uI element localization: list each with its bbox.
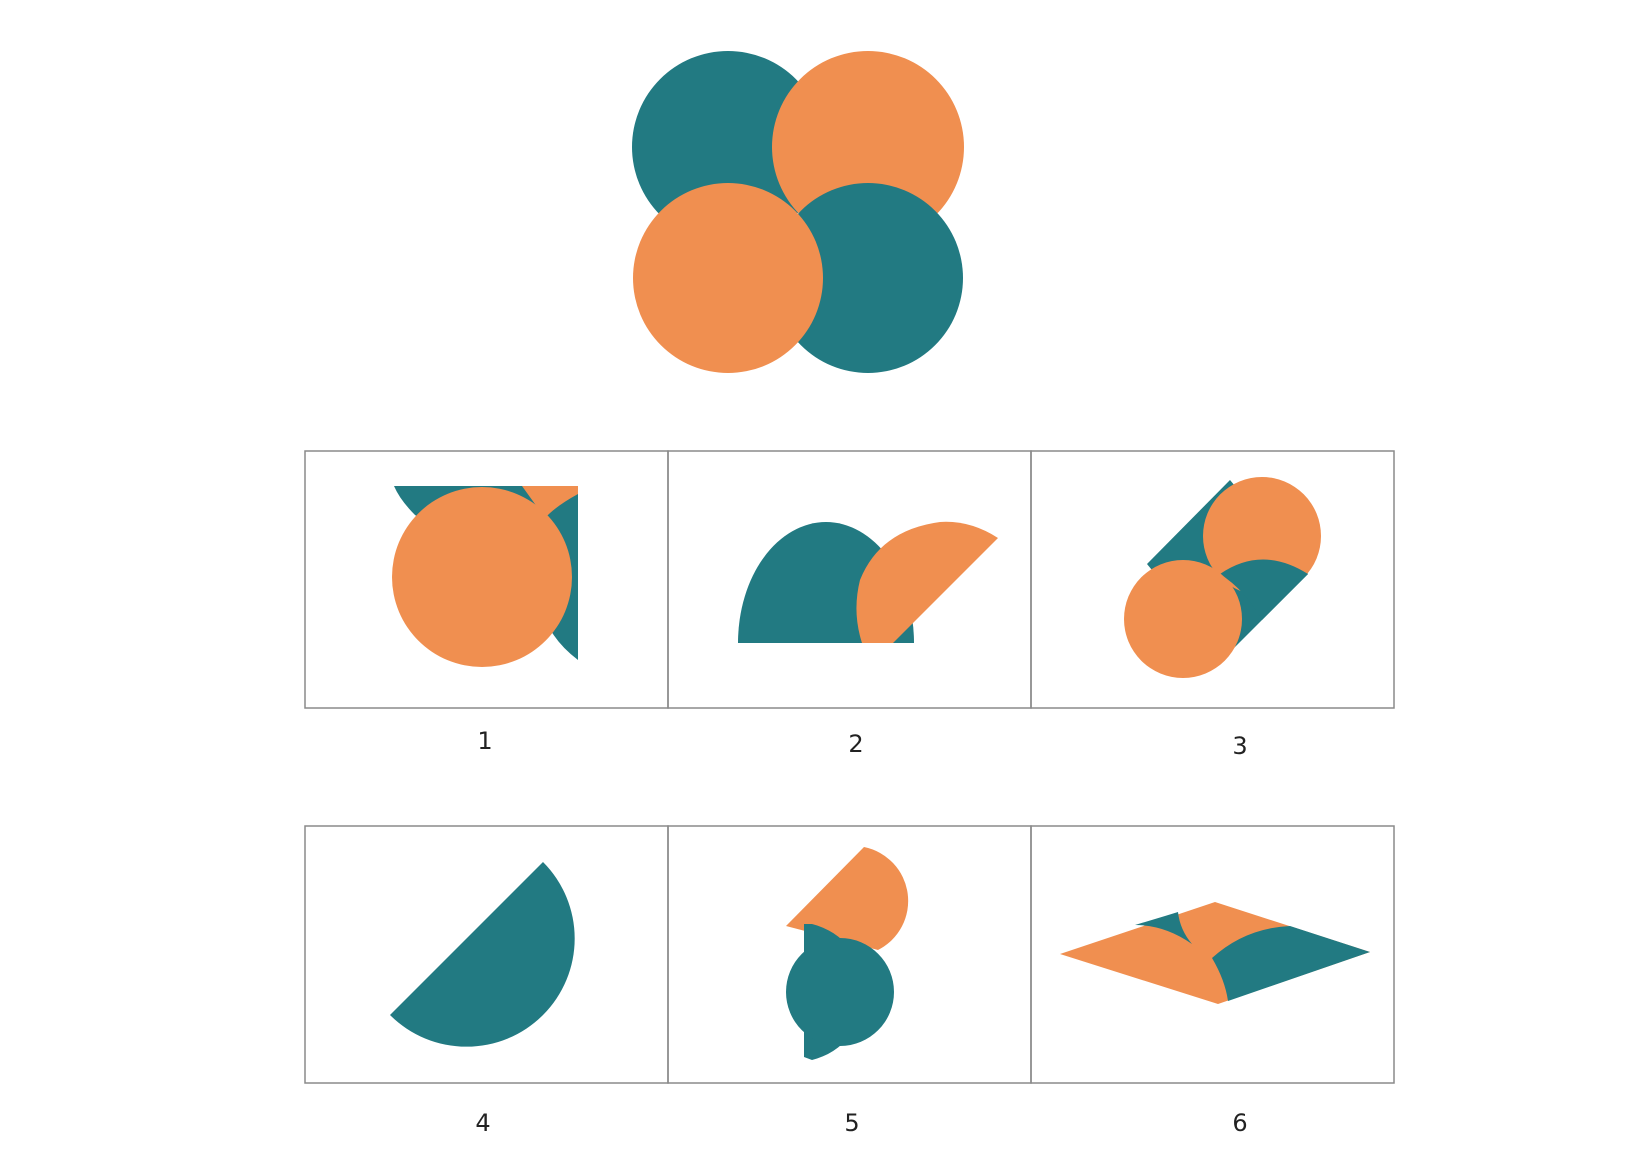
option-3-teal-lens (1220, 559, 1308, 620)
option-6-teal-right (1212, 926, 1370, 1001)
option-5-teal-circle (786, 938, 894, 1046)
target-circle-top-right (772, 51, 964, 243)
option-2-label: 2 (848, 730, 864, 758)
target-circle-bottom-left (633, 183, 823, 373)
option-3-label: 3 (1232, 732, 1248, 760)
option-3-shape (1124, 477, 1321, 678)
target-circle-top-left (632, 51, 824, 243)
option-4-teal-half-circle (390, 862, 575, 1047)
option-3-orange-circle-bottom (1124, 560, 1242, 678)
option-6-frame[interactable] (1030, 825, 1395, 1084)
option-1-label: 1 (477, 727, 493, 755)
option-4-shape (390, 862, 575, 1047)
option-5-shape (786, 847, 909, 1060)
option-6-teal-sliver (1135, 912, 1192, 944)
target-figure (632, 51, 964, 373)
option-4-label: 4 (475, 1109, 491, 1137)
option-5-orange-triangle (786, 847, 909, 950)
option-3-frame[interactable] (1030, 450, 1395, 709)
option-1-orange-circle (392, 487, 572, 667)
option-2-shape (738, 521, 998, 643)
option-2-orange-piece (856, 521, 998, 643)
option-frames (304, 450, 1395, 1084)
option-5-label: 5 (844, 1109, 860, 1137)
option-1-shape (392, 486, 578, 667)
target-circle-bottom-right (773, 183, 963, 373)
option-6-label: 6 (1232, 1109, 1248, 1137)
option-6-shape (1060, 902, 1370, 1004)
option-1-orange-corner (522, 486, 578, 518)
